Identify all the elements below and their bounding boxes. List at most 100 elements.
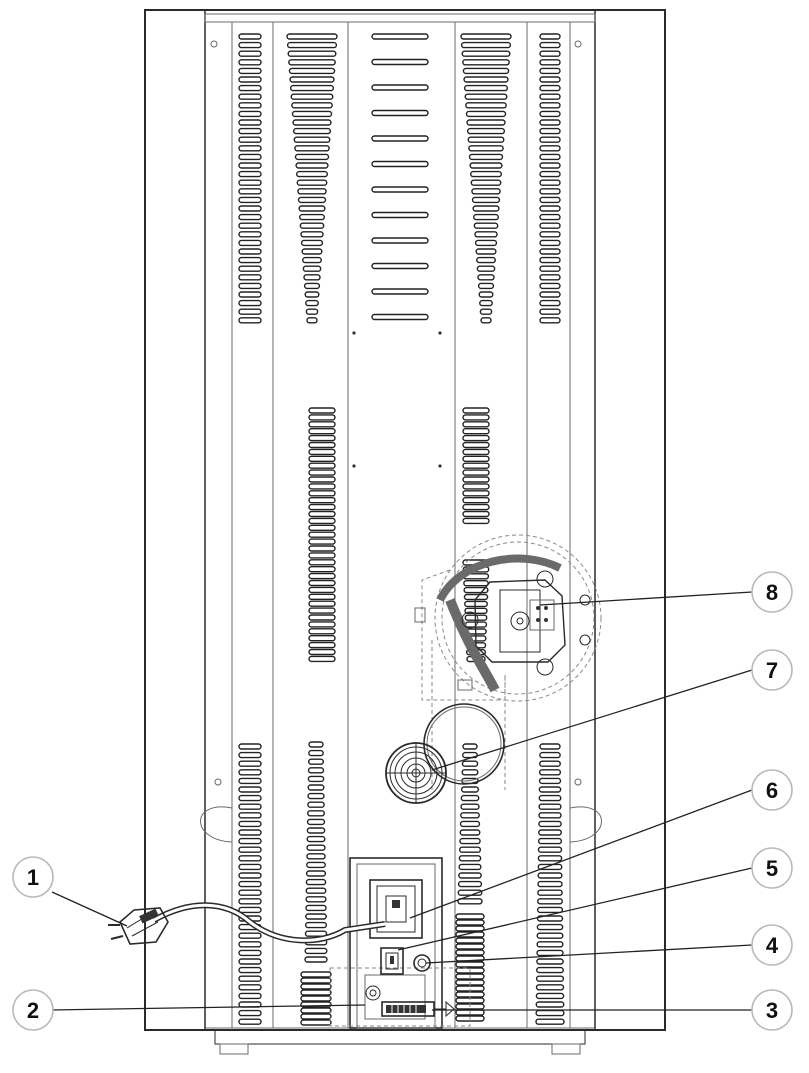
vent-slot (539, 299, 561, 307)
vent-slots (238, 33, 565, 1026)
vent-slot (238, 906, 262, 914)
vent-slot (308, 524, 336, 531)
vent-slot (238, 1009, 262, 1017)
vent-slot (300, 971, 332, 978)
vent-slot (535, 1001, 565, 1008)
vent-slot (479, 299, 493, 307)
vent-slot (238, 205, 262, 212)
vent-slot (238, 958, 262, 965)
vent-slot (238, 127, 262, 135)
vent-slot (307, 775, 325, 783)
callout-8: 8 (751, 571, 793, 613)
vent-slot (371, 58, 429, 66)
vent-slot (539, 93, 561, 100)
vent-slot (306, 818, 326, 826)
vent-slot (539, 41, 561, 49)
vent-slot (238, 136, 262, 143)
vent-slot (294, 153, 330, 161)
vent-slot (238, 170, 262, 178)
vent-slot (238, 317, 262, 324)
vent-slot (535, 992, 565, 1000)
vent-slot (238, 889, 262, 896)
vent-slot (463, 76, 509, 83)
vent-slot (539, 282, 561, 290)
vent-slot (238, 248, 262, 255)
vent-slot (306, 844, 326, 851)
vent-slot (302, 265, 322, 272)
vent-slot (238, 966, 262, 974)
vent-slot (298, 205, 326, 212)
callout-label-7: 7 (766, 658, 778, 683)
vent-slot (465, 102, 507, 109)
callout-label-5: 5 (766, 856, 778, 881)
vent-slot (461, 760, 479, 767)
vent-slot (472, 205, 500, 212)
vent-slot (308, 572, 336, 580)
vent-slot (238, 786, 262, 793)
vent-slot (468, 145, 504, 152)
vent-slot (539, 231, 561, 238)
vent-slot (539, 102, 561, 109)
vent-slot (238, 941, 262, 948)
vent-slot (539, 119, 561, 126)
vent-slot (308, 531, 336, 538)
vent-slot (238, 59, 262, 66)
callout-7: 7 (751, 649, 793, 691)
vent-slot (304, 291, 320, 298)
vent-slot (308, 421, 336, 428)
vent-slot (308, 559, 336, 566)
vent-slot (286, 41, 338, 49)
vent-slot (238, 162, 262, 169)
vent-slot (238, 880, 262, 888)
vent-slot (238, 812, 262, 819)
vent-slot (308, 614, 336, 621)
vent-slot (462, 59, 510, 66)
vent-slot (464, 600, 488, 608)
vent-slot (307, 810, 325, 817)
vent-slot (371, 186, 429, 193)
vent-slot (305, 904, 327, 912)
vent-slot (238, 110, 262, 118)
vent-slot (238, 777, 262, 785)
vent-slot (289, 84, 335, 92)
vent-slot (308, 628, 336, 635)
vent-slot (466, 119, 506, 126)
vent-slot (459, 837, 481, 845)
vent-slot (535, 1018, 565, 1025)
vent-slot (462, 441, 490, 449)
callout-4: 4 (751, 924, 793, 966)
vent-slot (462, 407, 490, 414)
vent-slot (539, 59, 561, 66)
vent-slot (458, 872, 482, 879)
vent-slot (291, 110, 333, 118)
vent-slot (308, 476, 336, 483)
vent-slot (238, 846, 262, 853)
vent-slot (462, 428, 490, 435)
vent-slot (463, 84, 509, 92)
vent-slot (478, 291, 494, 298)
vent-slot (539, 751, 561, 759)
vent-slot (476, 265, 496, 272)
vent-slot (462, 497, 490, 504)
vent-slot (238, 803, 262, 810)
vent-slot (238, 41, 262, 49)
vent-slot (539, 760, 561, 767)
vent-slot (462, 414, 490, 421)
vent-slot (300, 231, 324, 238)
vent-slot (371, 33, 429, 40)
vent-slot (462, 490, 490, 497)
vent-slot (459, 820, 481, 828)
vent-slot (300, 1007, 332, 1014)
vent-slot (537, 880, 563, 888)
vent-slot (535, 975, 565, 982)
vent-slot (536, 932, 564, 939)
vent-slot (308, 503, 336, 511)
vent-slot (539, 239, 561, 247)
callout-label-2: 2 (27, 998, 39, 1023)
vent-slot (238, 265, 262, 272)
terminal-block (381, 1000, 455, 1018)
vent-slot (538, 786, 562, 793)
vent-slot (308, 600, 336, 607)
vent-slot (535, 984, 565, 991)
vent-slot (308, 641, 336, 649)
